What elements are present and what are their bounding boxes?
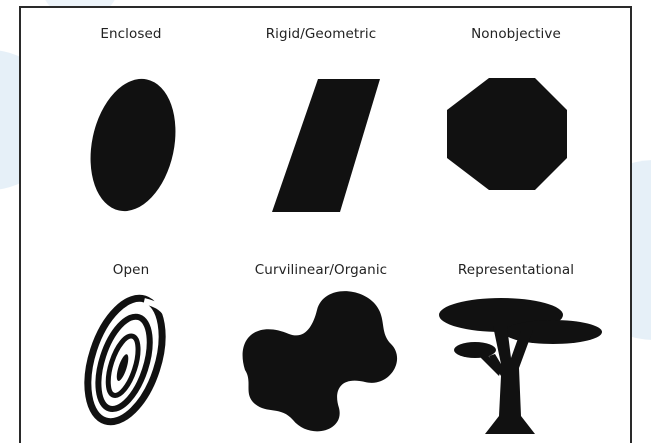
shape-types-panel: Enclosed Rigid/Geometric Nonobjective Op… xyxy=(19,6,632,443)
tree-icon xyxy=(439,298,602,434)
organic-blob-icon xyxy=(243,291,398,431)
spiral-icon xyxy=(74,289,176,431)
ellipse-icon xyxy=(79,71,187,219)
shapes-canvas xyxy=(21,8,634,443)
parallelogram-icon xyxy=(272,79,380,212)
octagon-icon xyxy=(447,78,567,190)
